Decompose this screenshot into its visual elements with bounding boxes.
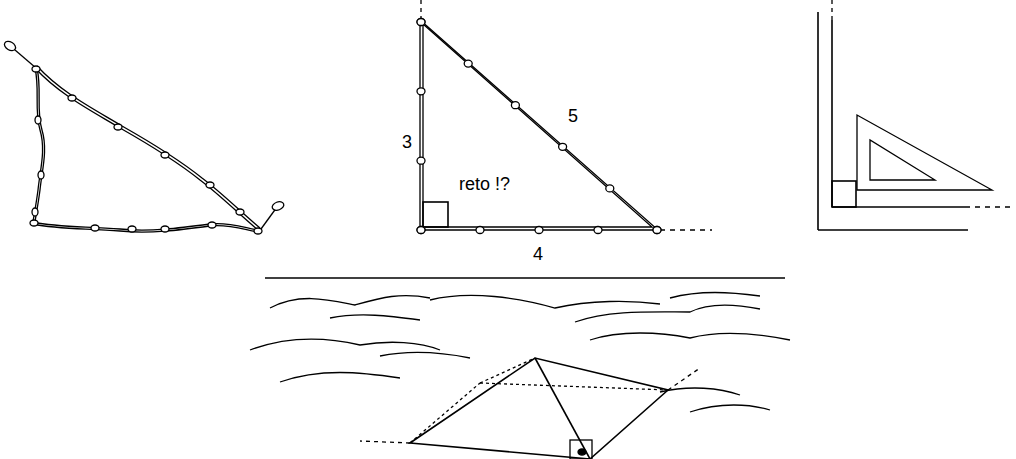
side-length: 3 xyxy=(402,133,412,151)
rope-knot xyxy=(535,227,543,234)
rope-knot xyxy=(606,185,614,192)
side-length: 5 xyxy=(568,107,578,125)
rope-knot xyxy=(653,227,661,234)
rope-knot xyxy=(653,227,661,234)
rope-knot xyxy=(464,60,472,67)
rope-knot xyxy=(476,227,484,234)
rope-knot xyxy=(511,102,519,109)
rope-knot xyxy=(417,19,425,26)
rope-knot xyxy=(417,227,425,234)
rope-knot xyxy=(559,143,567,150)
rope-knot xyxy=(417,227,425,234)
pyramid-desert xyxy=(250,278,790,459)
rope-knot xyxy=(594,227,602,234)
taut-rope-triangle xyxy=(417,0,712,234)
side-length: 4 xyxy=(533,245,543,263)
rope-knot xyxy=(417,157,425,164)
loose-rope xyxy=(3,40,285,234)
rope-knot xyxy=(417,19,425,26)
angle-note: reto !? xyxy=(459,175,510,193)
rope-knot xyxy=(417,88,425,95)
set-square xyxy=(818,0,1014,230)
